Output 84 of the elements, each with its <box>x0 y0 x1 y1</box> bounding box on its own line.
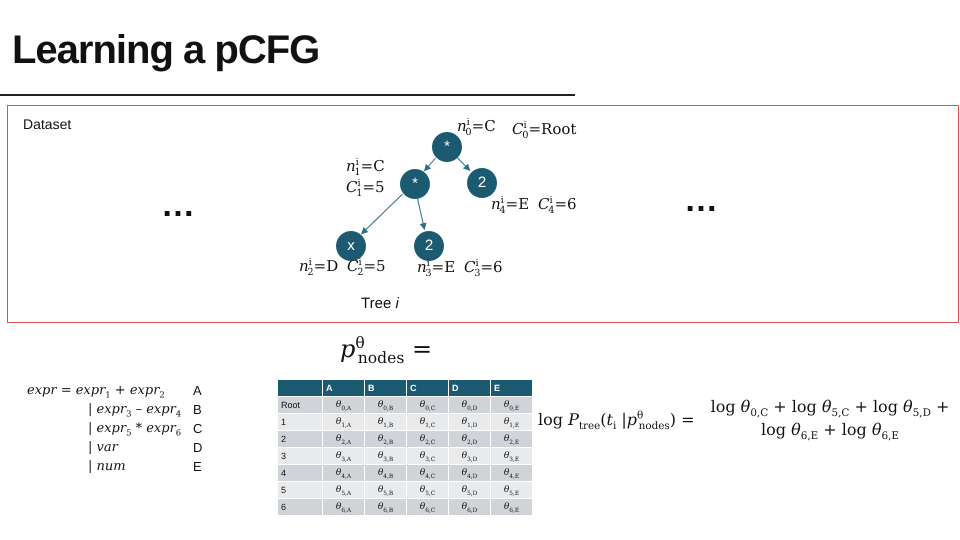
table-cell: θ$_{0,E}$ <box>490 396 532 414</box>
table-cell: θ$_{2,B}$ <box>364 430 406 448</box>
tree-node-circle: * <box>400 169 430 199</box>
table-cell: θ$_{5,E}$ <box>490 482 532 498</box>
grammar-rule: | var <box>88 440 118 455</box>
slide-title: Learning a pCFG <box>12 28 320 73</box>
rule-label: A <box>193 383 202 398</box>
grammar-rule: | expr$_{3}$ – expr$_{4}$ <box>88 402 182 417</box>
rule-label: C <box>193 421 202 436</box>
table-cell: θ$_{6,B}$ <box>364 498 406 516</box>
table-cell: θ$_{6,A}$ <box>322 498 364 516</box>
table-cell: θ$_{3,E}$ <box>490 448 532 464</box>
tree-node-circle: 2 <box>414 231 444 261</box>
node-annotation: C$^{i}$$_{0}$=Root <box>512 120 576 138</box>
table-title: p$^{θ}$$_{nodes}$ = <box>340 335 432 363</box>
table-cell: θ$_{4,B}$ <box>364 464 406 482</box>
node-annotation: C$^{i}$$_{3}$=6 <box>464 258 503 276</box>
node-annotation: n$^{i}$$_{3}$=E <box>417 258 456 276</box>
group-heading: Dataset <box>23 116 72 132</box>
table-cell: θ$_{3,B}$ <box>364 448 406 464</box>
table-cell: θ$_{3,D}$ <box>448 448 490 464</box>
table-cell: θ$_{3,A}$ <box>322 448 364 464</box>
grammar-rule: | num <box>88 459 126 474</box>
table-cell: θ$_{5,A}$ <box>322 482 364 498</box>
table-cell: θ$_{2,E}$ <box>490 430 532 448</box>
grammar-rule: expr = expr$_{1}$ + expr$_{2}$ <box>27 383 165 398</box>
table-cell: θ$_{1,A}$ <box>322 414 364 430</box>
node-annotation: n$^{i}$$_{2}$=D <box>299 257 338 275</box>
tree-node-circle: 2 <box>467 168 497 198</box>
table-cell: θ$_{4,D}$ <box>448 464 490 482</box>
arrow <box>456 156 470 172</box>
row-header: 4 <box>278 464 322 482</box>
column-header: B <box>364 380 406 396</box>
dataset-frame <box>7 105 959 323</box>
column-header: E <box>490 380 532 396</box>
table-cell: θ$_{4,C}$ <box>406 464 448 482</box>
ellipsis: … <box>684 181 718 220</box>
row-header: 2 <box>278 430 322 448</box>
formula: log P$_{tree}$(t$_{i}$ |p$^{θ}$$_{nodes}$) = <box>538 410 694 429</box>
rule-label: E <box>193 459 202 474</box>
table-cell: θ$_{1,B}$ <box>364 414 406 430</box>
table-cell: θ$_{4,E}$ <box>490 464 532 482</box>
table-cell: θ$_{5,D}$ <box>448 482 490 498</box>
tree-node-circle: x <box>336 231 366 261</box>
table-cell: θ$_{3,C}$ <box>406 448 448 464</box>
tree-caption: Tree i <box>361 295 399 312</box>
table-cell: θ$_{2,C}$ <box>406 430 448 448</box>
rule-label: D <box>193 440 202 455</box>
table-cell: θ$_{1,D}$ <box>448 414 490 430</box>
table-cell: θ$_{6,D}$ <box>448 498 490 516</box>
table-cell: θ$_{6,C}$ <box>406 498 448 516</box>
row-header: 3 <box>278 448 322 464</box>
row-header: 1 <box>278 414 322 430</box>
table-cell: θ$_{0,B}$ <box>364 396 406 414</box>
grammar-rule: | expr$_{5}$ *expr$_{6}$ <box>88 421 182 436</box>
node-annotation: C$^{i}$$_{4}$=6 <box>538 195 577 213</box>
table-cell: θ$_{1,E}$ <box>490 414 532 430</box>
node-annotation: n$^{i}$$_{4}$=E <box>491 195 530 213</box>
column-header: C <box>406 380 448 396</box>
table-cell: θ$_{0,C}$ <box>406 396 448 414</box>
table-cell: θ$_{0,D}$ <box>448 396 490 414</box>
node-annotation: C$^{i}$$_{1}$=5 <box>346 178 385 196</box>
ellipsis: … <box>161 186 195 225</box>
table-cell: θ$_{5,B}$ <box>364 482 406 498</box>
row-header: Root <box>278 396 322 414</box>
table-cell: θ$_{0,A}$ <box>322 396 364 414</box>
node-annotation: n$^{i}$$_{0}$=C <box>457 117 496 135</box>
table-cell: θ$_{2,A}$ <box>322 430 364 448</box>
arrow <box>417 198 426 230</box>
arrow <box>361 194 403 234</box>
table-cell: θ$_{4,A}$ <box>322 464 364 482</box>
node-annotation: n$^{i}$$_{1}$=C <box>346 157 385 175</box>
row-header: 6 <box>278 498 322 516</box>
table-cell: θ$_{5,C}$ <box>406 482 448 498</box>
rule-label: B <box>193 402 202 417</box>
formula: log θ$_{0,C}$ + log θ$_{5,C}$ + log θ$_{5,D}$ + log θ$_{6,E}$ + log θ$_{6,E}$ <box>710 396 950 441</box>
tree-node-circle: * <box>432 132 462 162</box>
row-header: 5 <box>278 482 322 498</box>
column-header: A <box>322 380 364 396</box>
table-cell: θ$_{2,D}$ <box>448 430 490 448</box>
column-header: D <box>448 380 490 396</box>
table-cell: θ$_{1,C}$ <box>406 414 448 430</box>
table-cell: θ$_{6,E}$ <box>490 498 532 516</box>
arrow <box>424 158 436 172</box>
